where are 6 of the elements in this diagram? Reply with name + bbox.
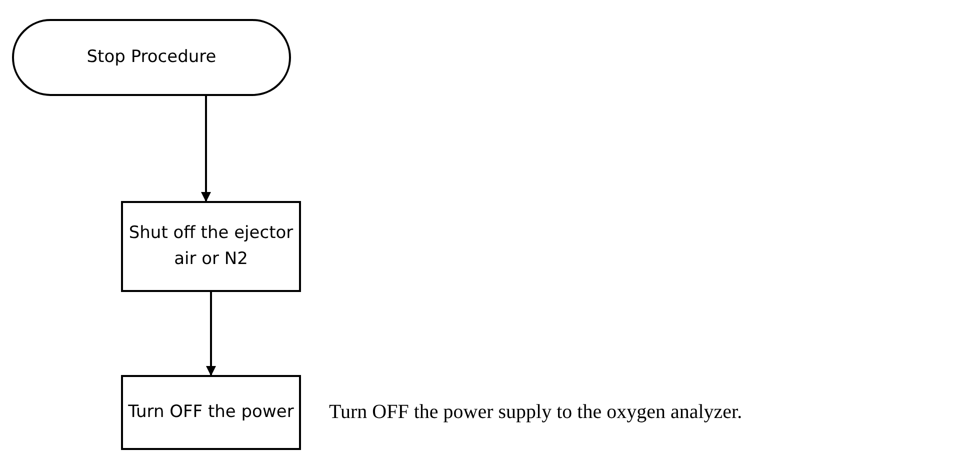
note-text: Turn OFF the power supply to the oxygen analyzer. [329,400,742,424]
arrow [201,96,211,202]
process-box: Shut off the ejector air or N2 [121,201,301,292]
arrow [206,292,216,376]
terminator-shape: Stop Procedure [12,19,291,96]
process-box: Turn OFF the power [121,375,301,450]
